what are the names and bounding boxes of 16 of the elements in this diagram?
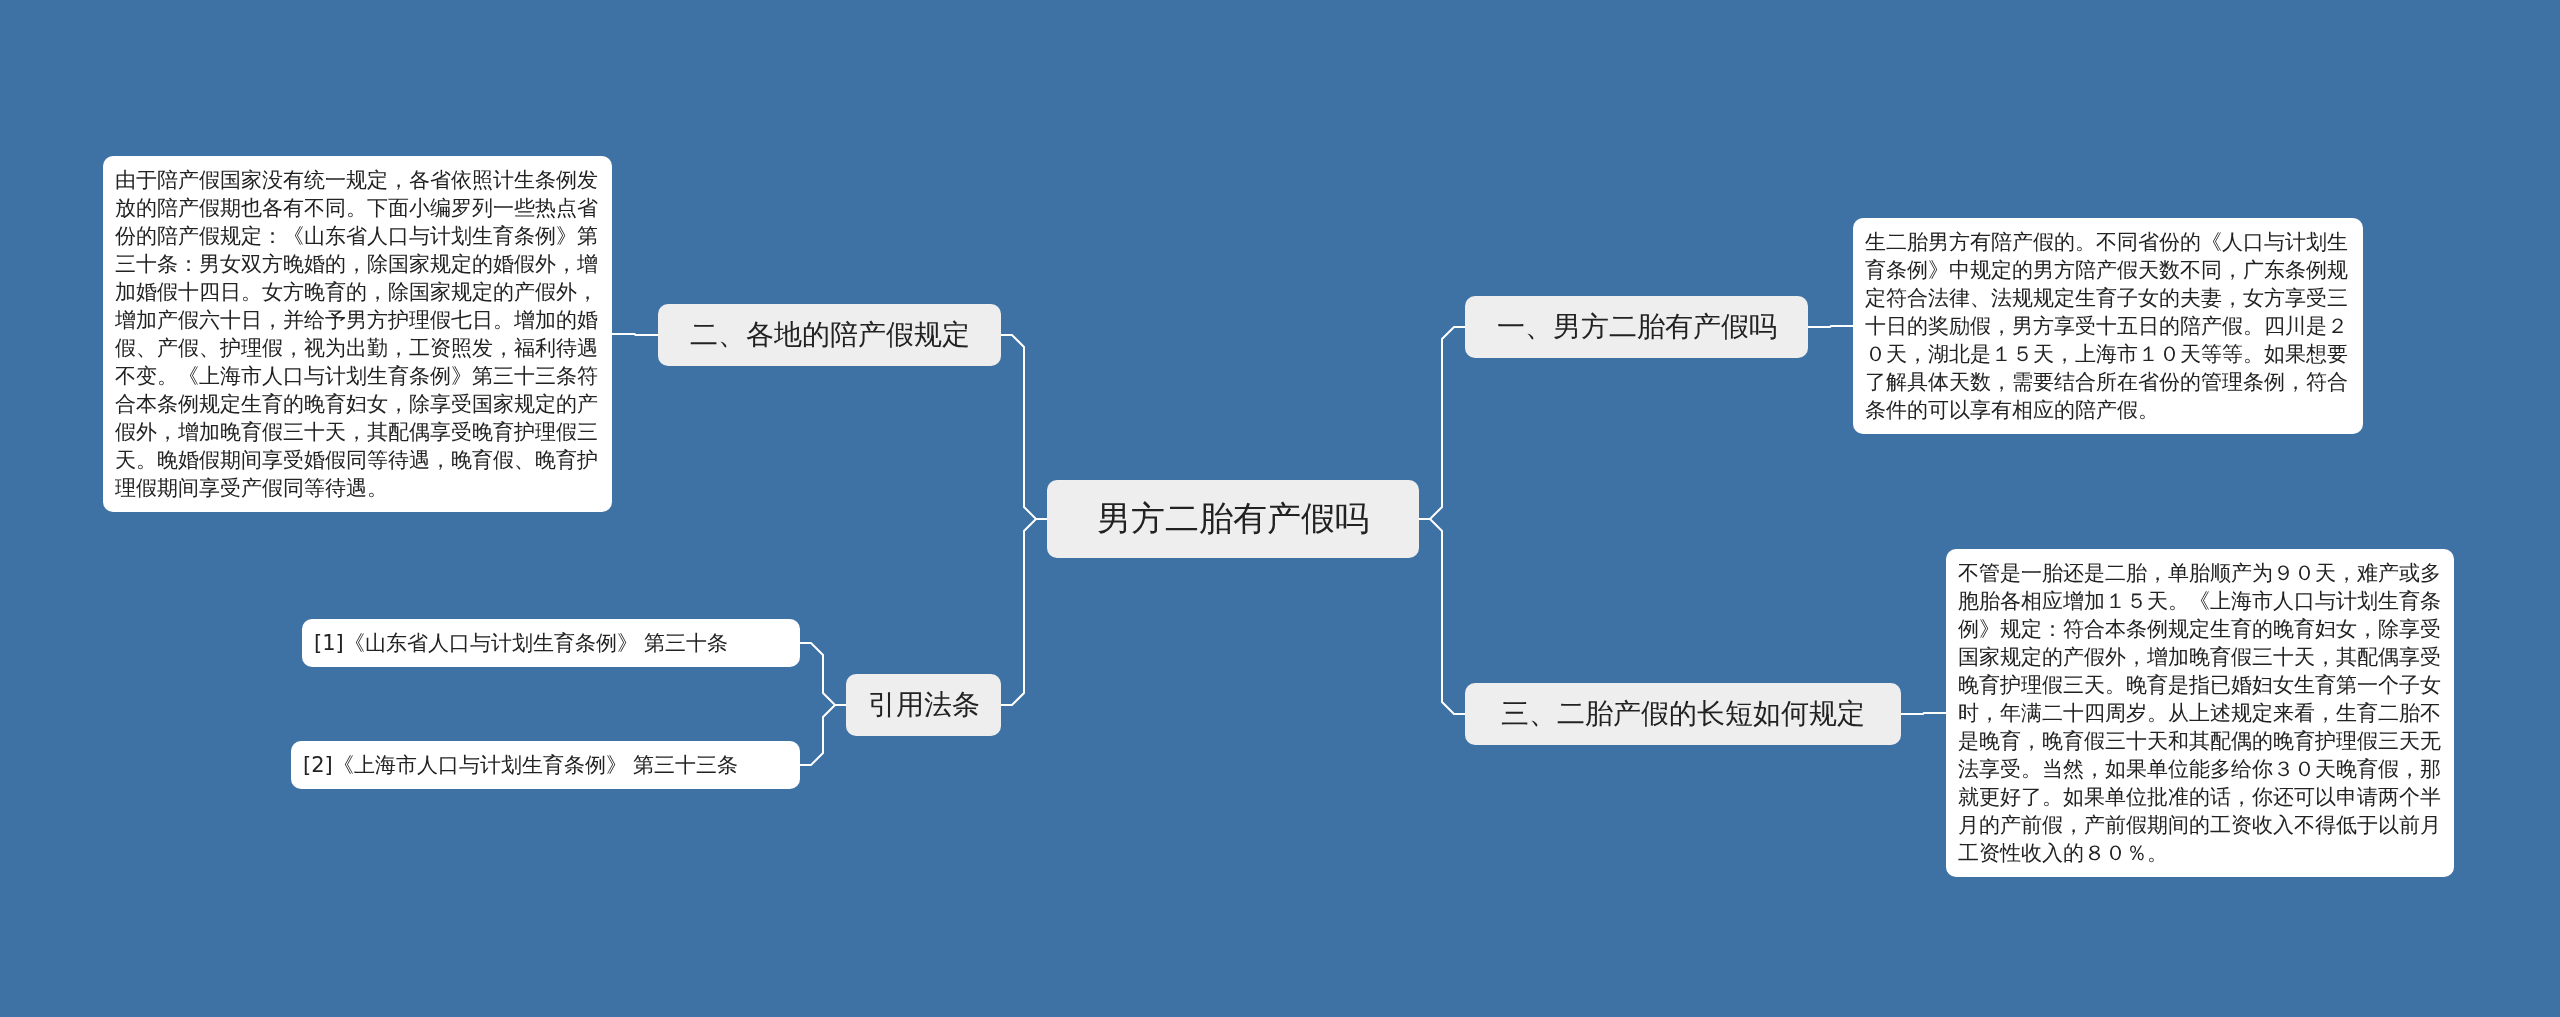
- connector-line: [799, 704, 847, 766]
- branch-topic: 三、二胎产假的长短如何规定: [1465, 683, 1901, 745]
- connector-line: [1900, 712, 1947, 715]
- branch-topic: 一、男方二胎有产假吗: [1465, 296, 1808, 358]
- connector-line: [1418, 518, 1466, 715]
- central-topic: 男方二胎有产假吗: [1047, 480, 1419, 558]
- text-card: 由于陪产假国家没有统一规定，各省依照计生条例发放的陪产假期也各有不同。下面小编罗列一些热点省份的陪产假规定：《山东省人口与计划生育条例》第三十条：男女双方晚婚的，除国家规定的婚假外，增加婚假十四日。女方晚育的，除国家规定的产假外，增加产假六十日，并给予男方护理假七日。增加的婚假、产假、护理假，视为出勤，工资照发，福利待遇不变。《上海市人口与计划生育条例》第三十三条符合本条例规定生育的晚育妇女，除享受国家规定的产假外，增加晚育假三十天，其配偶享受晚育护理假三天。晚婚假期间享受婚假同等待遇，晚育假、晚育护理假期间享受产假同等待遇。: [103, 156, 612, 512]
- connector-line: [1807, 325, 1854, 328]
- branch-topic: 二、各地的陪产假规定: [658, 304, 1001, 366]
- text-card: 不管是一胎还是二胎，单胎顺产为９０天，难产或多胞胎各相应增加１５天。《上海市人口与计划生育条例》规定：符合本条例规定生育的晚育妇女，除享受国家规定的产假外，增加晚育假三十天，其配偶享受晚育护理假三天。晚育是指已婚妇女生育第一个子女时，年满二十四周岁。从上述规定来看，生育二胎不是晚育，晚育假三十天和其配偶的晚育护理假三天无法享受。当然，如果单位能多给你３０天晚育假，那就更好了。如果单位批准的话，你还可以申请两个半月的产前假，产前假期间的工资收入不得低于以前月工资性收入的８０％。: [1946, 549, 2454, 877]
- connector-line: [1000, 518, 1048, 706]
- text-card: 生二胎男方有陪产假的。不同省份的《人口与计划生育条例》中规定的男方陪产假天数不同，广东条例规定符合法律、法规规定生育子女的夫妻，女方享受三十日的奖励假，男方享受十五日的陪产假。四川是２０天，湖北是１５天，上海市１０天等等。如果想要了解具体天数，需要结合所在省份的管理条例，符合条件的可以享有相应的陪产假。: [1853, 218, 2363, 434]
- connector-line: [611, 333, 659, 336]
- text-card: [1]《山东省人口与计划生育条例》 第三十条: [302, 619, 800, 667]
- text-card: [2]《上海市人口与计划生育条例》 第三十三条: [291, 741, 800, 789]
- branch-topic: 引用法条: [846, 674, 1001, 736]
